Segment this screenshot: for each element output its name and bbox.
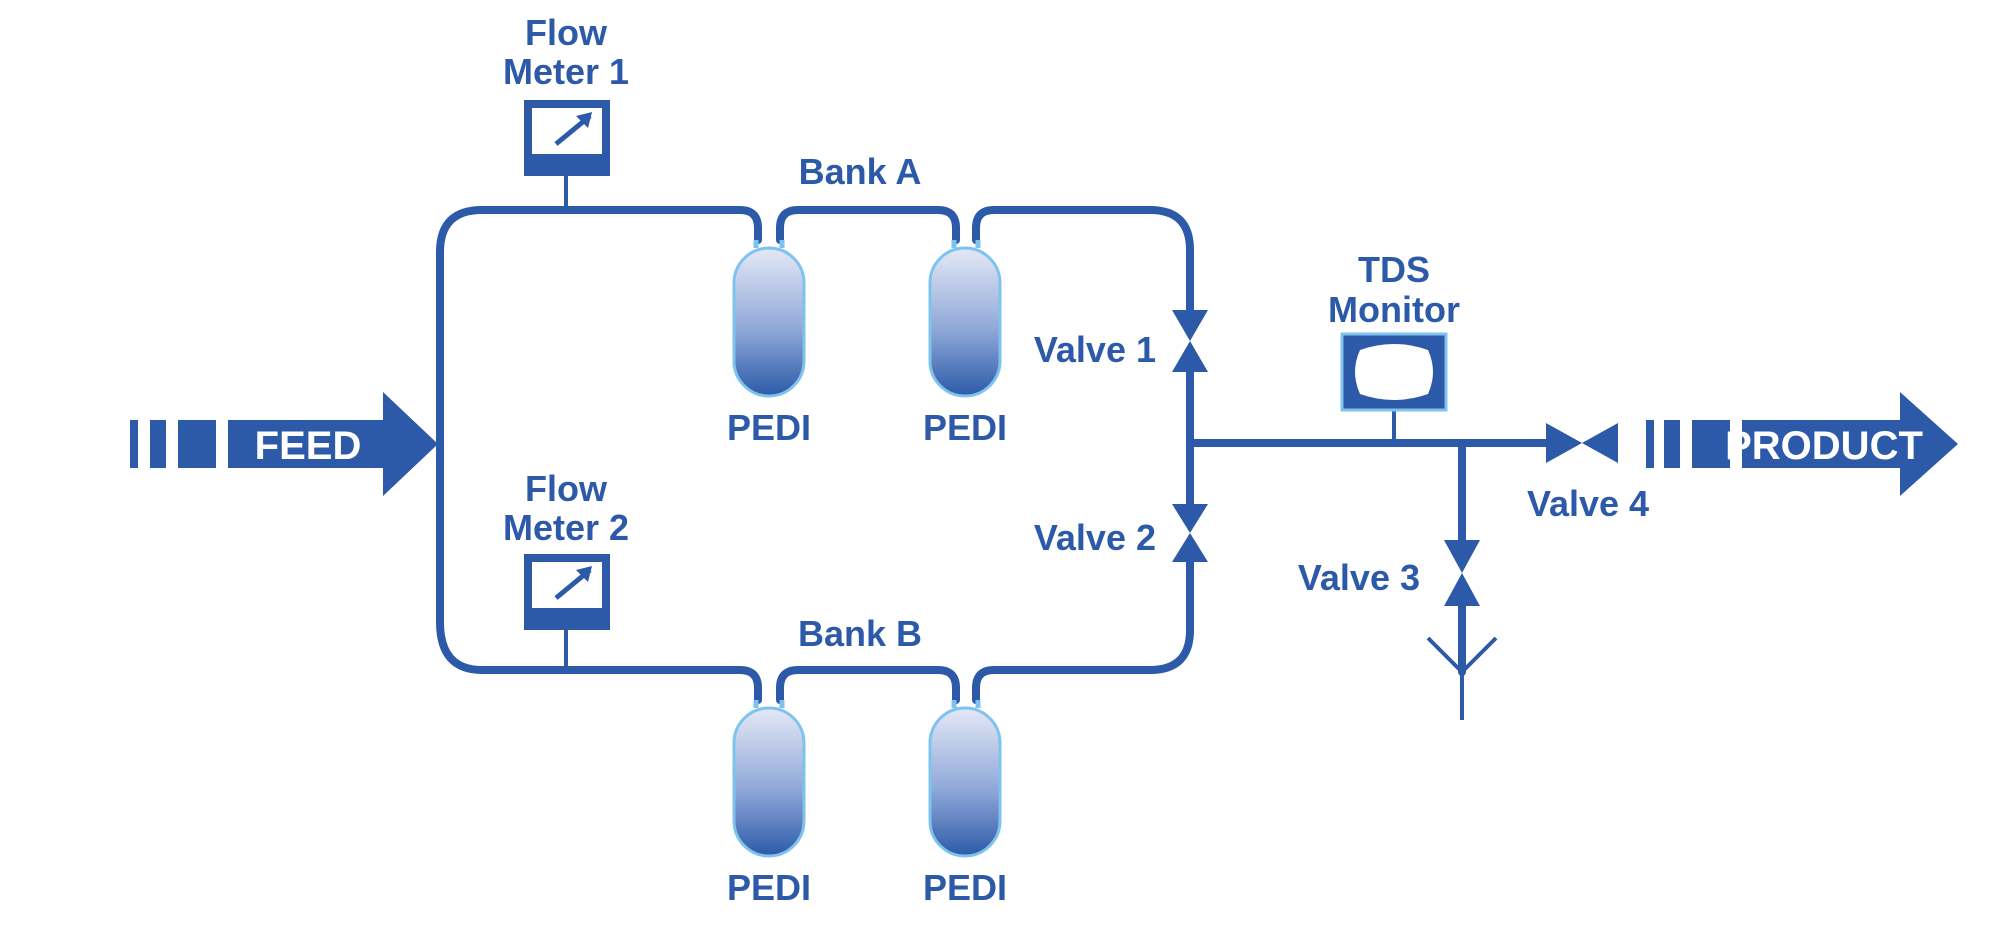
product-arrow: PRODUCT	[1646, 392, 1958, 496]
feed-arrow: FEED	[130, 392, 438, 496]
bank-b-pipe-2	[776, 666, 960, 704]
valve-3: Valve 3	[1298, 540, 1480, 606]
valve-1-label: Valve 1	[1034, 329, 1156, 370]
valve-icon	[1444, 540, 1480, 573]
flow-meter-1-label-line2: Meter 1	[503, 51, 629, 92]
bank-a-pipe-2	[776, 206, 960, 244]
feed-label: FEED	[255, 424, 362, 468]
pedi-label: PEDI	[727, 867, 811, 908]
product-dash-1	[1646, 420, 1654, 468]
monitor-icon	[1340, 332, 1448, 412]
pedi-label: PEDI	[923, 407, 1007, 448]
flow-meter-1-label-line1: Flow	[525, 12, 608, 53]
pipe-network	[436, 176, 1550, 704]
valve-icon	[1172, 310, 1208, 341]
bank-a-pipe-1	[436, 206, 762, 256]
valve-icon	[1546, 423, 1582, 463]
pedi-vessel: PEDI	[727, 700, 811, 908]
product-dash-3	[1692, 420, 1730, 468]
flow-meter-2: Flow Meter 2	[503, 468, 629, 630]
gauge-icon	[524, 554, 610, 630]
pedi-vessel: PEDI	[727, 240, 811, 448]
bank-b-pipe-3	[972, 558, 1194, 704]
feed-dash-1	[130, 420, 138, 468]
gauge-icon	[524, 100, 610, 176]
product-label: PRODUCT	[1725, 424, 1923, 468]
valve-1: Valve 1	[1034, 310, 1208, 372]
pedi-label: PEDI	[923, 867, 1007, 908]
bank-a-label: Bank A	[799, 151, 922, 192]
bank-b-label: Bank B	[798, 613, 922, 654]
pedi-label: PEDI	[727, 407, 811, 448]
flow-meter-1: Flow Meter 1	[503, 12, 629, 176]
pedi-vessel: PEDI	[923, 240, 1007, 448]
flow-meter-2-label-line1: Flow	[525, 468, 608, 509]
valve-3-label: Valve 3	[1298, 557, 1420, 598]
tds-monitor: TDS Monitor	[1328, 249, 1460, 412]
feed-dash-3	[178, 420, 216, 468]
flow-meter-2-label-line2: Meter 2	[503, 507, 629, 548]
valve-2: Valve 2	[1034, 504, 1208, 562]
valve-icon	[1172, 504, 1208, 533]
feed-dash-2	[150, 420, 166, 468]
valve-2-label: Valve 2	[1034, 517, 1156, 558]
feed-arrow-shape	[228, 392, 438, 496]
bank-b-pipe-1	[436, 618, 762, 704]
pedi-vessel: PEDI	[923, 700, 1007, 908]
drain-icon	[1426, 636, 1498, 720]
valve-4: Valve 4	[1527, 423, 1649, 524]
tds-monitor-label-line2: Monitor	[1328, 289, 1460, 330]
valve-4-label: Valve 4	[1527, 483, 1649, 524]
product-dash-2	[1664, 420, 1680, 468]
tds-monitor-label-line1: TDS	[1358, 249, 1430, 290]
product-arrow-shape	[1742, 392, 1958, 496]
bank-a-pipe-3	[972, 206, 1194, 314]
